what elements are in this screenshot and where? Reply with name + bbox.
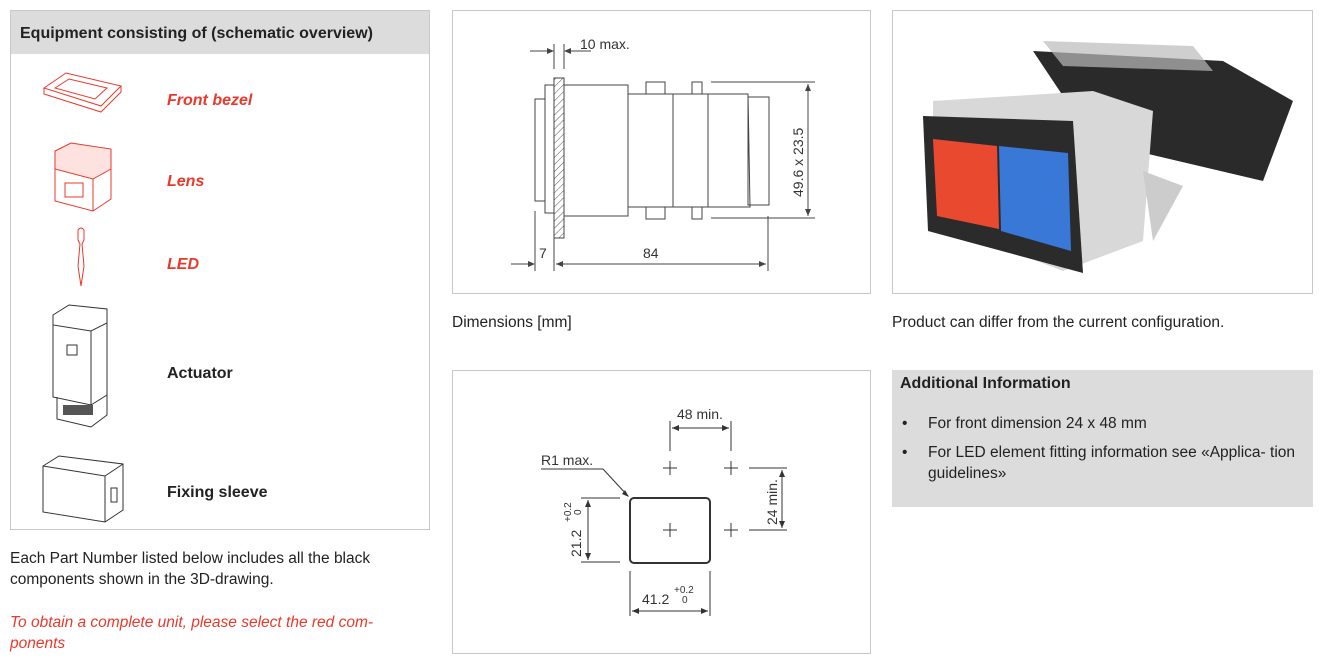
- part-number-note: Each Part Number listed below includes a…: [10, 550, 371, 588]
- equipment-item-label: Lens: [167, 173, 205, 190]
- dimensions-svg: 10 max. 49.6 x 23.5 7 84: [511, 36, 815, 271]
- equipment-item-label: Fixing sleeve: [167, 484, 268, 501]
- product-caption: Product can differ from the current conf…: [892, 314, 1225, 331]
- additional-info-item: For LED element fitting information see …: [892, 442, 1313, 484]
- red-components-note: To obtain a complete unit, please select…: [10, 614, 374, 652]
- spacing-vertical-label: 24 min.: [764, 479, 780, 525]
- equipment-item-label: LED: [167, 256, 199, 273]
- equipment-title: Equipment consisting of (schematic overv…: [11, 11, 429, 54]
- spacing-horizontal-label: 48 min.: [677, 406, 723, 422]
- height-tol-plus: +0.2: [563, 502, 574, 522]
- front-depth-label: 7: [539, 245, 547, 261]
- cutout-height-label: 21.2: [568, 530, 584, 557]
- depth-label: 84: [643, 245, 659, 261]
- equipment-item-fixing-sleeve: Fixing sleeve: [11, 446, 429, 526]
- equipment-item-label: Front bezel: [167, 92, 253, 109]
- radius-label: R1 max.: [541, 452, 593, 468]
- equipment-panel: Equipment consisting of (schematic overv…: [10, 10, 430, 530]
- lens-icon: [54, 142, 112, 212]
- equipment-item-led: LED: [11, 226, 429, 291]
- fixing-sleeve-icon: [42, 455, 124, 523]
- additional-info-item: For front dimension 24 x 48 mm: [892, 413, 1313, 434]
- cutout-drawing: 48 min. R1 max. 24 min. 21.2 +0.2 0 41.2…: [452, 370, 871, 654]
- width-tol-plus: +0.2: [674, 585, 694, 596]
- equipment-item-lens: Lens: [11, 139, 429, 214]
- dimensions-drawing: 10 max. 49.6 x 23.5 7 84: [452, 10, 871, 294]
- additional-information: Additional Information For front dimensi…: [892, 370, 1313, 507]
- equipment-item-front-bezel: Front bezel: [11, 63, 429, 123]
- product-image: [923, 41, 1293, 273]
- cutout-width-label: 41.2: [642, 591, 669, 607]
- actuator-icon: [52, 304, 108, 428]
- product-photo: [892, 10, 1313, 294]
- width-tol-minus: 0: [682, 595, 688, 606]
- height-tol-minus: 0: [573, 509, 584, 515]
- additional-info-title: Additional Information: [900, 375, 1071, 392]
- red-button: [933, 139, 999, 229]
- led-icon: [77, 227, 85, 287]
- equipment-item-actuator: Actuator: [11, 301, 429, 436]
- cutout-svg: 48 min. R1 max. 24 min. 21.2 +0.2 0 41.2…: [541, 406, 787, 616]
- dimensions-caption: Dimensions [mm]: [452, 314, 572, 331]
- front-bezel-icon: [42, 72, 122, 113]
- panel-thickness-label: 10 max.: [580, 36, 630, 52]
- equipment-item-label: Actuator: [167, 365, 233, 382]
- height-label: 49.6 x 23.5: [790, 128, 806, 197]
- blue-button: [999, 146, 1071, 251]
